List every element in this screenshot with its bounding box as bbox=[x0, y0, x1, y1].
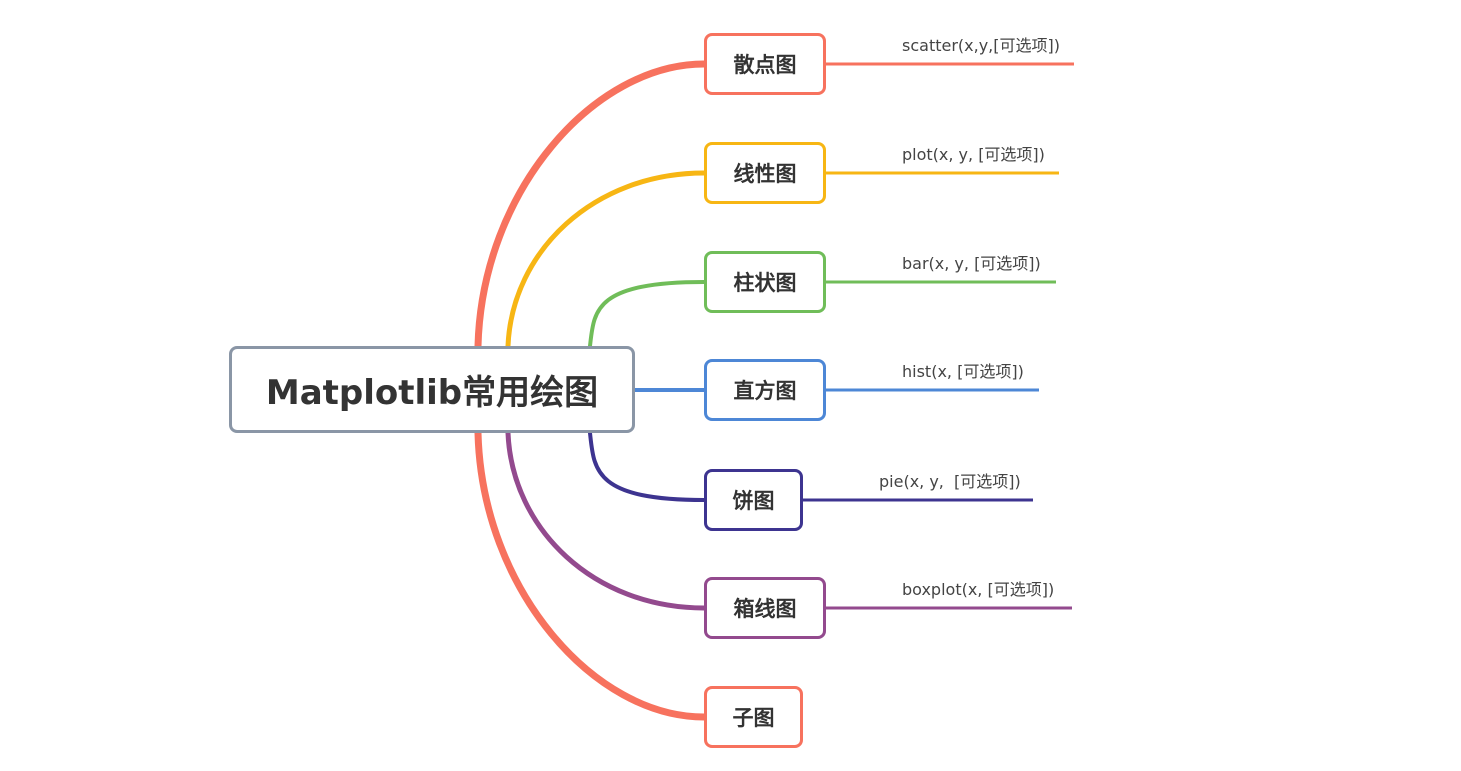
branch-node-scatter[interactable]: 散点图 bbox=[704, 33, 826, 95]
leaf-hist-syntax: hist(x, [可选项]) bbox=[902, 362, 1024, 381]
leaf-plot-syntax: plot(x, y, [可选项]) bbox=[902, 145, 1045, 164]
branch-node-hist[interactable]: 直方图 bbox=[704, 359, 826, 421]
connector-line bbox=[505, 170, 707, 349]
branch-node-bar[interactable]: 柱状图 bbox=[704, 251, 826, 313]
root-node-matplotlib[interactable]: Matplotlib常用绘图 bbox=[229, 346, 635, 433]
branch-node-pie[interactable]: 饼图 bbox=[704, 469, 803, 531]
leaf-bar-syntax: bar(x, y, [可选项]) bbox=[902, 254, 1041, 273]
connector-subplot bbox=[474, 429, 708, 721]
branch-node-box[interactable]: 箱线图 bbox=[704, 577, 826, 639]
branch-node-subplot[interactable]: 子图 bbox=[704, 686, 803, 748]
connector-scatter bbox=[474, 60, 708, 350]
leaf-scatter-syntax: scatter(x,y,[可选项]) bbox=[902, 36, 1060, 55]
leaf-pie-syntax: pie(x, y, [可选项]) bbox=[879, 472, 1021, 491]
connector-bar bbox=[588, 280, 706, 348]
connector-box bbox=[505, 430, 707, 611]
branch-node-line[interactable]: 线性图 bbox=[704, 142, 826, 204]
connector-pie bbox=[588, 431, 706, 502]
leaf-boxplot-syntax: boxplot(x, [可选项]) bbox=[902, 580, 1055, 599]
